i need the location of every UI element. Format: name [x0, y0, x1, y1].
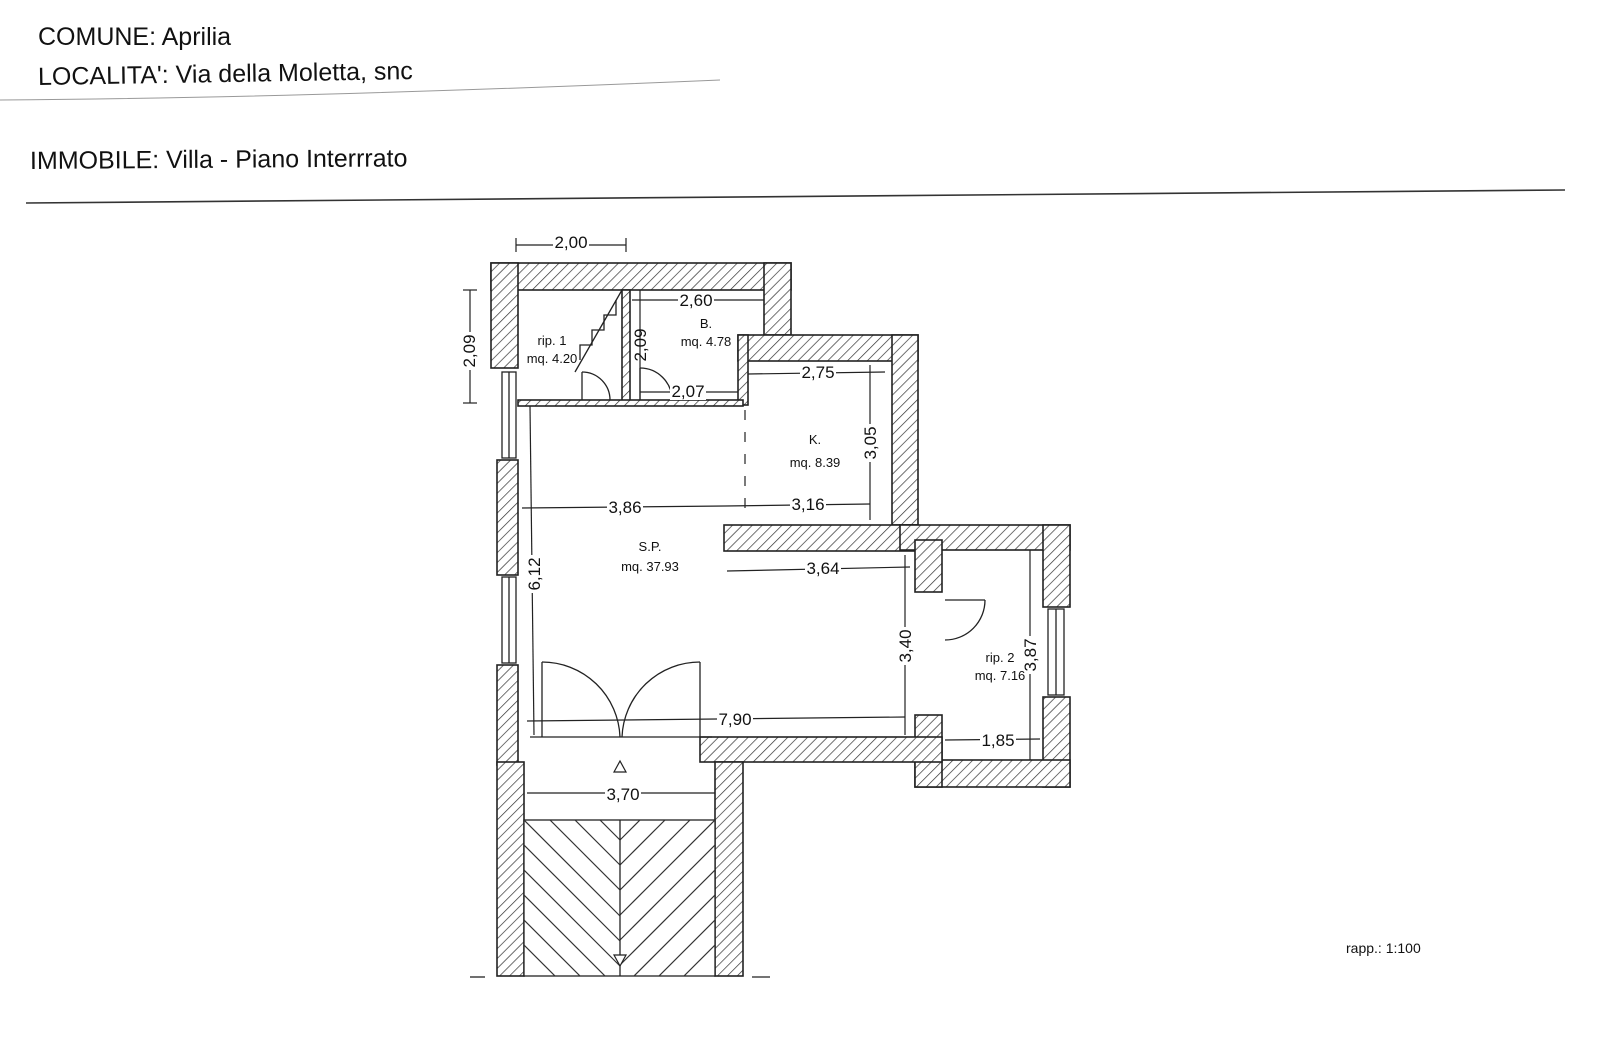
- dim-3-64: 3,64: [806, 559, 839, 578]
- walls: [490, 262, 1071, 977]
- dim-2-07: 2,07: [671, 382, 704, 401]
- dim-3-70: 3,70: [606, 785, 639, 804]
- header-separator-top: [0, 79, 721, 101]
- dim-1-85: 1,85: [981, 731, 1014, 750]
- header-separator: [25, 189, 1566, 204]
- stair: [574, 289, 623, 373]
- room-rip1-area: mq. 4.20: [527, 351, 578, 366]
- window-left-lower: [501, 576, 517, 664]
- ramp: [470, 759, 770, 978]
- room-rip2-area: mq. 7.16: [975, 668, 1026, 683]
- room-k-area: mq. 8.39: [790, 455, 841, 470]
- door-b: [639, 367, 673, 401]
- room-sp-area: mq. 37.93: [621, 559, 679, 574]
- room-rip2-name: rip. 2: [986, 650, 1015, 665]
- dim-3-05: 3,05: [861, 426, 880, 459]
- dim-3-87: 3,87: [1021, 638, 1040, 671]
- dim-2-09-inner: 2,09: [631, 328, 650, 361]
- room-rip1-name: rip. 1: [538, 333, 567, 348]
- comune-label: COMUNE: Aprilia: [38, 23, 232, 51]
- door-rip2: [944, 599, 986, 641]
- dim-7-90: 7,90: [718, 710, 751, 729]
- dim-3-86: 3,86: [608, 498, 641, 517]
- dim-2-75: 2,75: [801, 363, 834, 382]
- door-rip1: [581, 371, 611, 401]
- dimension-labels: 2,00 2,09 2,60 2,09 2,07 2,75 3,05 3,86 …: [458, 232, 1042, 804]
- dim-3-40: 3,40: [896, 629, 915, 662]
- room-b-area: mq. 4.78: [681, 334, 732, 349]
- entrance-double-door: [530, 661, 712, 738]
- window-left-upper: [501, 371, 517, 459]
- room-sp-name: S.P.: [639, 539, 662, 554]
- dim-2-09-left: 2,09: [460, 334, 479, 367]
- dim-6-12: 6,12: [525, 557, 544, 590]
- window-rip2: [1047, 608, 1065, 696]
- room-k-name: K.: [809, 432, 821, 447]
- room-labels: rip. 1 mq. 4.20 B. mq. 4.78 K. mq. 8.39 …: [527, 316, 1026, 683]
- room-b-name: B.: [700, 316, 712, 331]
- dim-2-00: 2,00: [554, 233, 587, 252]
- dim-3-16: 3,16: [791, 495, 824, 514]
- scale-label: rapp.: 1:100: [1346, 940, 1421, 956]
- dim-2-60: 2,60: [679, 291, 712, 310]
